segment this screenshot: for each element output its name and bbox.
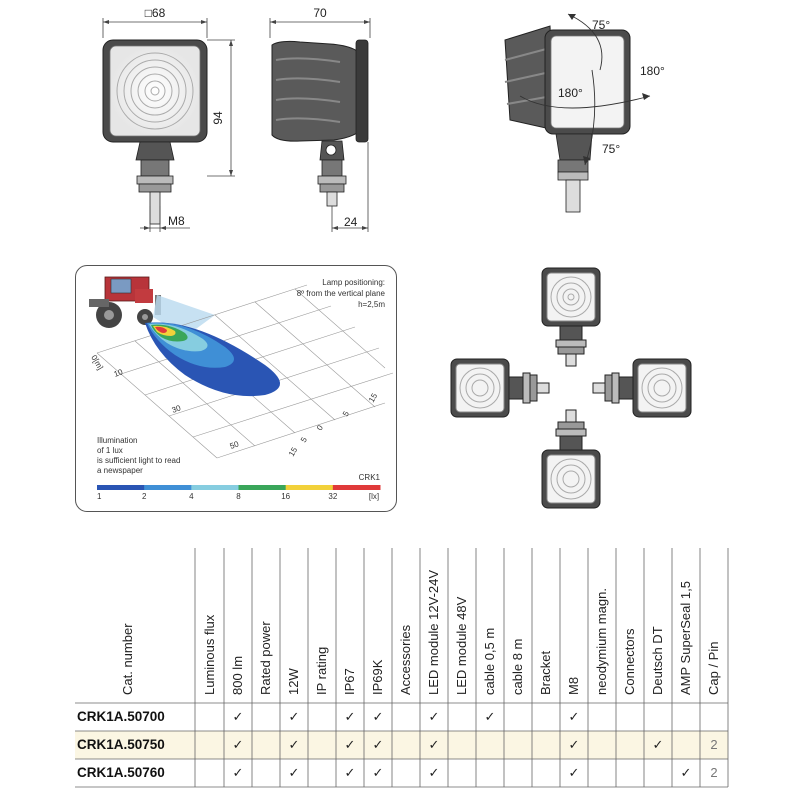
table-cell: ✓: [484, 709, 496, 724]
thread-dimension-label: M8: [168, 214, 185, 228]
row-highlight: [75, 731, 728, 759]
column-header: IP67: [342, 668, 357, 695]
column-header: 800 lm: [230, 655, 245, 695]
catalog-number: CRK1A.50750: [77, 737, 165, 752]
note-line-2: of 1 lux: [97, 446, 123, 455]
scale-label: 4: [189, 492, 194, 501]
column-header: 12W: [286, 668, 301, 695]
table-cell: ✓: [232, 709, 244, 724]
technical-drawings: □68 94 M8 70: [102, 6, 665, 232]
scale-label: 16: [281, 492, 290, 501]
lux-scale-bar: 1 2 4 8 16 32 [lx]: [97, 485, 381, 501]
isolux-contours: [145, 322, 280, 397]
table-cell: ✓: [232, 737, 244, 752]
table-cell: ✓: [372, 765, 384, 780]
width-dimension-label: □68: [145, 6, 166, 20]
scale-segment: [238, 485, 287, 490]
table-cell: 2: [710, 737, 718, 752]
table-cell: 2: [710, 765, 718, 780]
lamp-left: [450, 358, 550, 418]
catalog-number: CRK1A.50760: [77, 765, 165, 780]
scale-segment: [191, 485, 239, 490]
table-cell: ✓: [344, 709, 356, 724]
axis-width-label-5a: 5: [341, 409, 351, 418]
axis-depth-label-50: 50: [229, 439, 241, 451]
column-header: neodymium magn.: [594, 588, 609, 695]
column-header: cable 0,5 m: [482, 627, 497, 695]
side-view-drawing: 70 24: [269, 6, 371, 232]
positioning-angle: 8º from the vertical plane: [297, 289, 386, 298]
scale-label: 2: [142, 492, 147, 501]
depth-dimension-label: 70: [313, 6, 327, 20]
rotation-top-label: 75°: [592, 18, 610, 32]
axis-width-label-5b: 5: [299, 435, 309, 444]
table-cell: ✓: [344, 765, 356, 780]
scale-label: 32: [328, 492, 337, 501]
table-cell: ✓: [568, 709, 580, 724]
rotation-right-label: 180°: [640, 64, 665, 78]
scale-label: [lx]: [369, 492, 379, 501]
catalog-number: CRK1A.50700: [77, 709, 165, 724]
positioning-height: h=2,5m: [358, 300, 385, 309]
table-cell: ✓: [232, 765, 244, 780]
table-cell: ✓: [288, 737, 300, 752]
height-dimension-label: 94: [211, 111, 225, 125]
column-header: Accessories: [398, 624, 413, 695]
rotation-left-label: 180°: [558, 86, 583, 100]
illumination-panel: [75, 265, 397, 512]
column-header: IP69K: [370, 659, 385, 695]
scale-segment: [97, 485, 145, 490]
table-cell: ✓: [288, 765, 300, 780]
table-cell: ✓: [652, 737, 664, 752]
positioning-title: Lamp positioning:: [322, 278, 385, 287]
table-cell: ✓: [372, 737, 384, 752]
column-header: Rated power: [258, 621, 273, 695]
column-header: AMP SuperSeal 1,5: [678, 581, 693, 695]
column-header: Connectors: [622, 628, 637, 695]
column-header: M8: [566, 676, 581, 695]
axis-width-label-0: 0: [315, 423, 325, 432]
note-line-4: a newspaper: [97, 466, 143, 475]
scale-segment: [144, 485, 192, 490]
table-cell: ✓: [428, 765, 440, 780]
column-header: Deutsch DT: [650, 626, 665, 695]
rotation-view-drawing: 75° 180° 180° 75°: [504, 13, 665, 213]
scale-segment: [285, 485, 334, 490]
axis-depth-label-30: 30: [171, 403, 183, 415]
scale-label: 1: [97, 492, 102, 501]
table-cell: ✓: [568, 737, 580, 752]
table-cell: ✓: [372, 709, 384, 724]
front-view-drawing: □68 94 M8: [102, 6, 235, 232]
axis-depth-label-10: 10: [113, 367, 125, 379]
column-header: Luminous flux: [201, 614, 217, 695]
column-header: Cat. number: [120, 623, 135, 695]
lamp-top: [541, 267, 601, 367]
lamp-bottom: [541, 409, 601, 509]
scale-segment: [332, 485, 381, 490]
lamp-right: [592, 358, 692, 418]
mounting-orientations: [450, 267, 692, 509]
offset-dimension-label: 24: [344, 215, 358, 229]
column-header: Bracket: [538, 650, 553, 695]
column-header: cable 8 m: [510, 638, 525, 695]
table-cell: ✓: [568, 765, 580, 780]
column-header: LED module 48V: [454, 596, 469, 695]
illumination-diagram: 0[m] 10 30 50 15 5 0 5 15 Lamp positioni…: [89, 276, 394, 501]
table-cell: ✓: [344, 737, 356, 752]
model-label: CRK1: [359, 473, 381, 482]
column-header: LED module 12V-24V: [426, 569, 441, 695]
scale-label: 8: [236, 492, 241, 501]
note-line-3: is sufficient light to read: [97, 456, 181, 465]
column-header: Cap / Pin: [706, 641, 721, 695]
table-cell: ✓: [428, 737, 440, 752]
illumination-note: Illumination of 1 lux is sufficient ligh…: [97, 436, 180, 476]
table-cell: ✓: [428, 709, 440, 724]
note-line-1: Illumination: [97, 436, 138, 445]
table-cell: ✓: [680, 765, 692, 780]
column-header: IP rating: [314, 646, 329, 695]
table-cell: ✓: [288, 709, 300, 724]
rotation-bottom-label: 75°: [602, 142, 620, 156]
